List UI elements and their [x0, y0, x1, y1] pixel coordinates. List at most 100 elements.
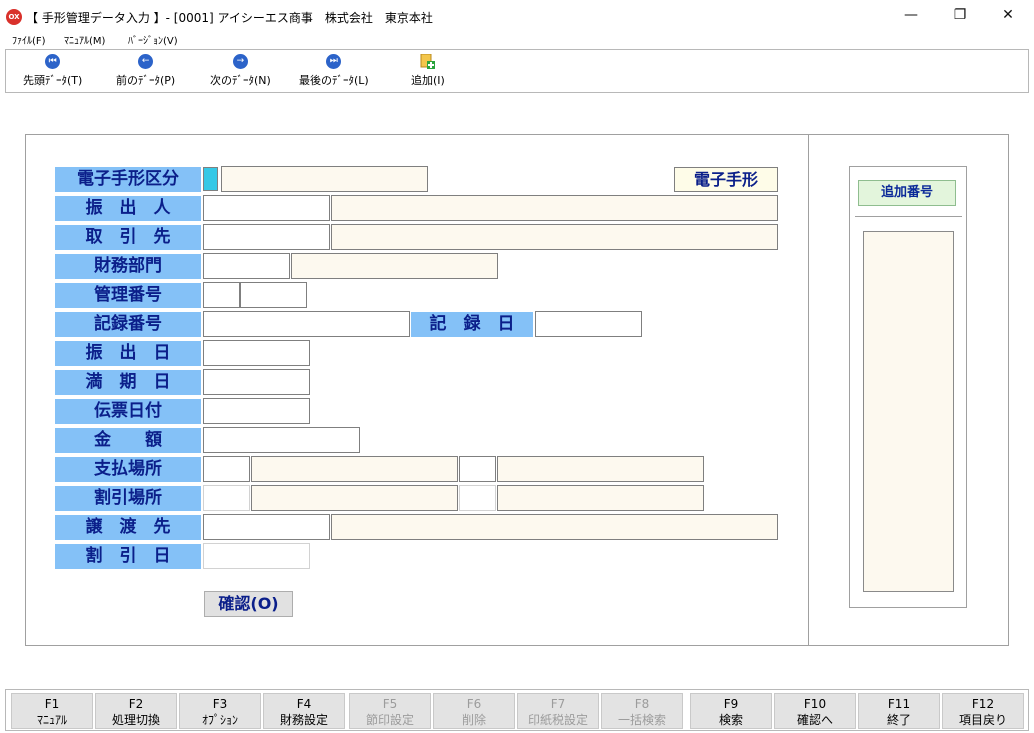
denshi-tegata-badge: 電子手形	[674, 167, 778, 192]
next-record-button[interactable]: → 次のﾃﾞｰﾀ(N)	[210, 54, 271, 88]
toolbar: ⏮ 先頭ﾃﾞｰﾀ(T) ← 前のﾃﾞｰﾀ(P) → 次のﾃﾞｰﾀ(N) ⏭ 最後…	[5, 49, 1029, 93]
furidashi-bi-field[interactable]	[203, 340, 310, 366]
kingaku-label: 金 額	[55, 428, 201, 453]
joto-saki-name-field[interactable]	[331, 514, 778, 540]
torihikisaki-name-field[interactable]	[331, 224, 778, 250]
menu-file[interactable]: ﾌｧｲﾙ(F)	[12, 36, 46, 47]
last-record-button[interactable]: ⏭ 最後のﾃﾞｰﾀ(L)	[299, 54, 369, 88]
f6-label: 削除	[461, 713, 486, 727]
add-record-button[interactable]: 追加(I)	[411, 53, 445, 88]
menu-manual[interactable]: ﾏﾆｭｱﾙ(M)	[64, 36, 106, 47]
shiharai-branch-code-field[interactable]	[459, 456, 496, 482]
tsuika-panel	[849, 166, 967, 608]
app-icon: OX	[6, 9, 22, 25]
f5-key: F5	[382, 697, 398, 711]
furidashinin-code-field[interactable]	[203, 195, 330, 221]
next-record-icon: →	[232, 54, 248, 69]
restore-button[interactable]: ❐	[953, 7, 967, 23]
kubun-label: 電子手形区分	[55, 167, 201, 192]
tsuika-bango-list[interactable]	[863, 231, 954, 592]
f11-key: F11	[887, 697, 911, 711]
waribiki-bi-label: 割 引 日	[55, 544, 201, 569]
manki-bi-field[interactable]	[203, 369, 310, 395]
waribiki-bank-name-field[interactable]	[251, 485, 458, 511]
add-record-label: 追加(I)	[411, 74, 445, 87]
kiroku-bi-field[interactable]	[535, 311, 642, 337]
f2-button[interactable]: F2 処理切換	[95, 693, 177, 729]
f11-button[interactable]: F11 終了	[858, 693, 940, 729]
f7-label: 印紙税設定	[527, 713, 588, 727]
zaimu-bumon-name-field[interactable]	[291, 253, 498, 279]
kiroku-bi-label: 記 録 日	[411, 312, 533, 337]
title-bar: OX 【 手形管理データ入力 】- [0001] アイシーエス商事 株式会社 東…	[0, 0, 1034, 30]
menu-version[interactable]: ﾊﾞｰｼﾞｮﾝ(V)	[128, 36, 178, 47]
previous-record-label: 前のﾃﾞｰﾀ(P)	[116, 74, 176, 87]
last-record-icon: ⏭	[326, 54, 342, 69]
last-record-label: 最後のﾃﾞｰﾀ(L)	[299, 74, 369, 87]
previous-record-button[interactable]: ← 前のﾃﾞｰﾀ(P)	[116, 54, 175, 88]
kanri-bango-label: 管理番号	[55, 283, 201, 308]
furidashinin-label: 振 出 人	[55, 196, 201, 221]
waribiki-basho-label: 割引場所	[55, 486, 201, 511]
waribiki-bank-code-field[interactable]	[203, 485, 250, 511]
previous-record-icon: ←	[138, 54, 154, 69]
kiroku-bango-field[interactable]	[203, 311, 410, 337]
f5-label: 節印設定	[365, 713, 414, 727]
f7-button[interactable]: F7 印紙税設定	[517, 693, 599, 729]
f4-label: 財務設定	[279, 713, 328, 727]
kingaku-field[interactable]	[203, 427, 360, 453]
furidashinin-name-field[interactable]	[331, 195, 778, 221]
joto-saki-label: 譲 渡 先	[55, 515, 201, 540]
confirm-button[interactable]: 確認(O)	[204, 591, 293, 617]
waribiki-branch-code-field[interactable]	[459, 485, 496, 511]
f5-button[interactable]: F5 節印設定	[349, 693, 431, 729]
f1-label: ﾏﾆｭｱﾙ	[36, 713, 67, 727]
f7-key: F7	[550, 697, 566, 711]
tsuika-separator	[855, 216, 962, 217]
torihikisaki-label: 取 引 先	[55, 225, 201, 250]
waribiki-branch-name-field[interactable]	[497, 485, 704, 511]
kanri-bango-prefix-field[interactable]	[203, 282, 240, 308]
waribiki-bi-field[interactable]	[203, 543, 310, 569]
next-record-label: 次のﾃﾞｰﾀ(N)	[210, 74, 271, 87]
tsuika-bango-label: 追加番号	[858, 180, 956, 206]
close-button[interactable]: ✕	[1002, 7, 1014, 23]
shiharai-bank-code-field[interactable]	[203, 456, 250, 482]
add-record-icon	[420, 53, 436, 69]
panel-divider	[808, 134, 809, 646]
shiharai-basho-label: 支払場所	[55, 457, 201, 482]
f2-key: F2	[128, 697, 144, 711]
minimize-button[interactable]: —	[904, 7, 918, 23]
window-title: 【 手形管理データ入力 】- [0001] アイシーエス商事 株式会社 東京本社	[26, 11, 433, 25]
kubun-code-field[interactable]	[203, 167, 218, 191]
shiharai-branch-name-field[interactable]	[497, 456, 704, 482]
denpyo-hizuke-field[interactable]	[203, 398, 310, 424]
manki-bi-label: 満 期 日	[55, 370, 201, 395]
torihikisaki-code-field[interactable]	[203, 224, 330, 250]
kubun-name-field[interactable]	[221, 166, 428, 192]
f10-label: 確認へ	[796, 713, 833, 727]
menu-bar: ﾌｧｲﾙ(F) ﾏﾆｭｱﾙ(M) ﾊﾞｰｼﾞｮﾝ(V)	[0, 30, 1034, 48]
kanri-bango-field[interactable]	[240, 282, 307, 308]
zaimu-bumon-code-field[interactable]	[203, 253, 290, 279]
f2-label: 処理切換	[111, 713, 160, 727]
shiharai-bank-name-field[interactable]	[251, 456, 458, 482]
first-record-button[interactable]: ⏮ 先頭ﾃﾞｰﾀ(T)	[23, 54, 82, 88]
kiroku-bango-label: 記録番号	[55, 312, 201, 337]
f3-key: F3	[212, 697, 228, 711]
f12-key: F12	[971, 697, 995, 711]
zaimu-bumon-label: 財務部門	[55, 254, 201, 279]
first-record-label: 先頭ﾃﾞｰﾀ(T)	[23, 74, 83, 87]
f11-label: 終了	[886, 713, 911, 727]
joto-saki-code-field[interactable]	[203, 514, 330, 540]
first-record-icon: ⏮	[45, 54, 61, 69]
